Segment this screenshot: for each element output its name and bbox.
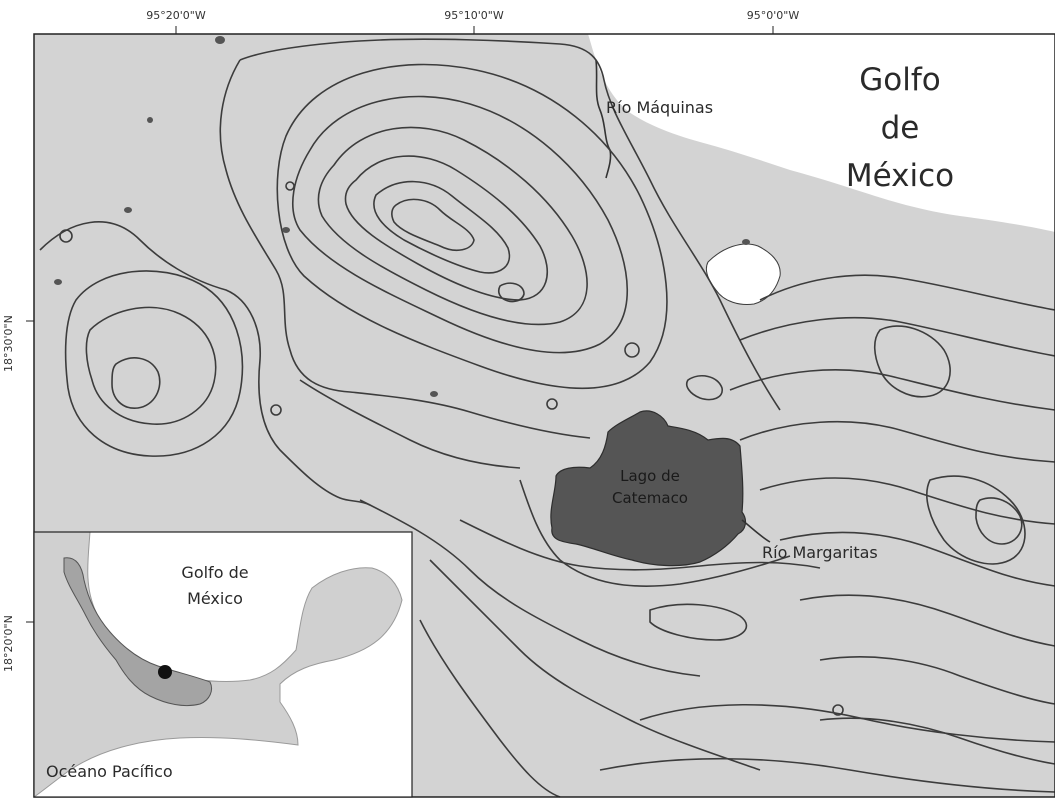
lat-tick-label: 18°30'0"N — [2, 315, 15, 372]
river-maquinas-label: Río Máquinas — [606, 98, 714, 117]
inset-gulf-label: Golfo de México — [150, 560, 280, 612]
lon-tick-label: 95°0'0"W — [746, 9, 800, 22]
inset-location-marker — [158, 665, 172, 679]
inset-veracruz — [63, 557, 213, 707]
contour-lines — [39, 38, 1055, 798]
gulf-label-line: México — [845, 158, 955, 194]
river-margaritas — [741, 519, 771, 543]
lake-catemaco — [550, 410, 747, 567]
lat-tick-label: 18°20'0"N — [2, 615, 15, 672]
gulf-label-line: Golfo — [859, 62, 941, 98]
tick-marks — [26, 26, 774, 623]
map-frame — [33, 33, 1055, 798]
river-margaritas-label: Río Margaritas — [762, 543, 878, 562]
lake-label-line: Lago de — [620, 467, 680, 485]
river-maquinas — [595, 59, 612, 179]
inset-gulf-label-line: Golfo de — [181, 563, 249, 582]
inset-map — [33, 531, 413, 798]
lake-label-line: Catemaco — [611, 489, 688, 507]
inset-frame — [33, 531, 413, 798]
gulf-label: Golfo de México — [830, 56, 970, 200]
lon-tick-label: 95°10'0"W — [444, 9, 504, 22]
inset-ocean-label: Océano Pacífico — [46, 762, 173, 781]
lake-label: Lago de Catemaco — [600, 465, 700, 509]
lon-tick-label: 95°20'0"W — [146, 9, 206, 22]
small-ponds — [54, 36, 750, 397]
gulf-water — [588, 34, 1055, 232]
gulf-label-line: de — [880, 110, 920, 146]
inset-gulf-label-line: México — [187, 589, 243, 608]
